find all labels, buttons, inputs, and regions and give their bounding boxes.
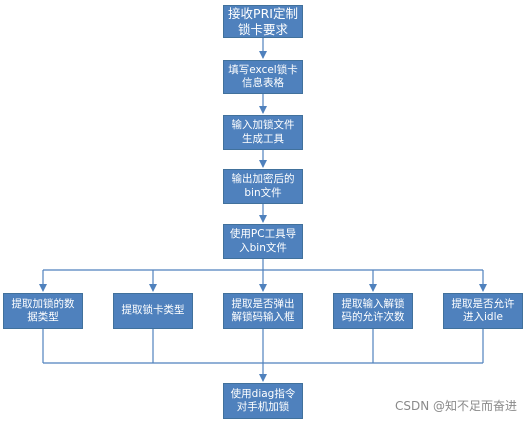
node-fill-excel-table: 填写excel锁卡 信息表格 (223, 60, 303, 94)
csdn-watermark: CSDN @知不足而奋进 (394, 399, 517, 413)
node-extract-lock-card-type: 提取锁卡类型 (113, 293, 193, 329)
node-receive-pri-request: 接收PRI定制 锁卡要求 (223, 5, 303, 38)
node-extract-popup-unlock-input: 提取是否弹出 解锁码输入框 (223, 293, 303, 329)
node-diag-lock-phone: 使用diag指令 对手机加锁 (223, 383, 303, 419)
node-extract-allow-idle: 提取是否允许 进入idle (443, 293, 523, 329)
node-extract-unlock-attempts: 提取输入解锁 码的允许次数 (333, 293, 413, 329)
node-extract-lock-data-type: 提取加锁的数 据类型 (3, 293, 83, 329)
node-output-encrypted-bin: 输出加密后的 bin文件 (223, 169, 303, 204)
node-pc-tool-import-bin: 使用PC工具导 入bin文件 (223, 224, 303, 259)
node-lock-file-tool: 输入加锁文件 生成工具 (223, 115, 303, 150)
